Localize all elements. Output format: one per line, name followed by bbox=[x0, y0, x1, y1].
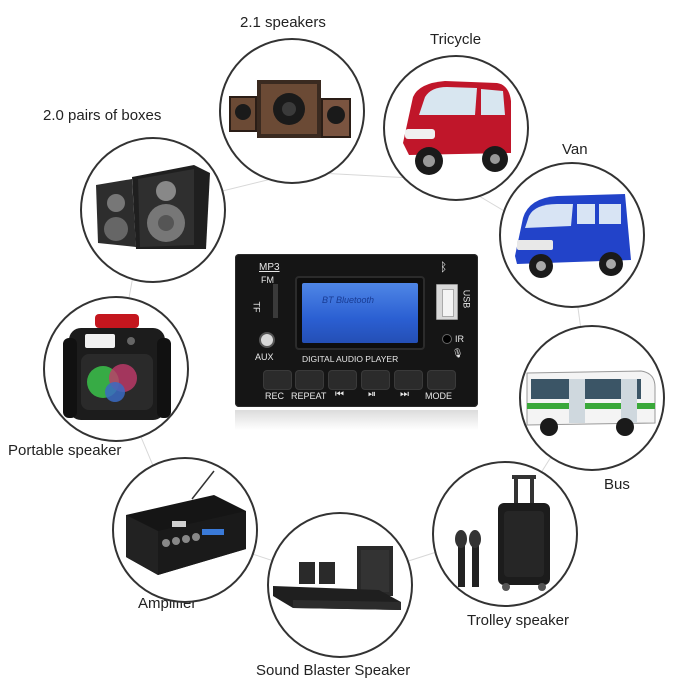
ir-receiver bbox=[442, 334, 452, 344]
trolley-speaker-image bbox=[432, 461, 578, 607]
button-rec-label: REC bbox=[265, 391, 285, 401]
bus-image bbox=[519, 325, 665, 471]
label-2-1-speakers: 2.1 speakers bbox=[240, 14, 326, 31]
label-bus: Bus bbox=[604, 476, 630, 493]
boxes-2-0-image bbox=[80, 137, 226, 283]
speakers-2-1-icon bbox=[229, 80, 351, 138]
label-trolley-speaker: Trolley speaker bbox=[467, 612, 569, 629]
button-mode[interactable] bbox=[427, 370, 456, 390]
ir-label: IR bbox=[455, 334, 464, 344]
prev-icon: ⏮ bbox=[335, 389, 344, 400]
fm-label: FM bbox=[261, 275, 274, 285]
label-van: Van bbox=[562, 141, 588, 158]
tricycle-image bbox=[383, 55, 529, 201]
button-repeat[interactable] bbox=[295, 370, 324, 390]
speakers-2-1-image bbox=[219, 38, 365, 184]
next-icon: ⏭ bbox=[400, 389, 409, 400]
bus-icon bbox=[526, 370, 656, 436]
portable-speaker-image bbox=[43, 296, 189, 442]
label-portable-speaker: Portable speaker bbox=[8, 442, 122, 459]
button-repeat-label: REPEAT bbox=[291, 391, 327, 401]
amplifier-icon bbox=[126, 470, 246, 575]
board-title: DIGITAL AUDIO PLAYER bbox=[302, 354, 399, 364]
digital-audio-player-board: MP3 FM TF AUX BT Bluetooth ᛒ USB IR 🎙 DI… bbox=[235, 254, 478, 407]
play-pause-icon: ⏯ bbox=[368, 389, 376, 400]
portable-speaker-icon bbox=[63, 314, 171, 420]
button-play[interactable] bbox=[361, 370, 390, 390]
mp3-label: MP3 bbox=[259, 262, 280, 273]
sound-blaster-image bbox=[267, 512, 413, 658]
tricycle-icon bbox=[403, 81, 511, 175]
amplifier-image bbox=[112, 457, 258, 603]
van-icon bbox=[515, 194, 631, 278]
button-prev[interactable] bbox=[328, 370, 357, 390]
board-reflection bbox=[235, 410, 478, 430]
label-2-0-boxes: 2.0 pairs of boxes bbox=[43, 107, 162, 124]
lcd-display: BT Bluetooth bbox=[295, 276, 425, 350]
label-tricycle: Tricycle bbox=[430, 31, 482, 48]
microphone-icon: 🎙 bbox=[452, 348, 464, 358]
lcd-text: BT Bluetooth bbox=[322, 295, 375, 305]
button-rec[interactable] bbox=[263, 370, 292, 390]
tf-label: TF bbox=[251, 301, 262, 313]
label-sound-blaster-speaker: Sound Blaster Speaker bbox=[256, 662, 411, 679]
sound-blaster-icon bbox=[273, 546, 401, 610]
trolley-speaker-icon bbox=[455, 475, 550, 591]
lcd-screen: BT Bluetooth bbox=[302, 283, 418, 343]
bluetooth-icon: ᛒ bbox=[440, 260, 448, 274]
button-next[interactable] bbox=[394, 370, 423, 390]
aux-label: AUX bbox=[255, 352, 274, 362]
tf-slot bbox=[273, 284, 278, 318]
aux-jack bbox=[259, 332, 275, 348]
button-mode-label: MODE bbox=[425, 391, 452, 401]
usb-label: USB bbox=[461, 289, 472, 309]
boxes-2-0-icon bbox=[96, 165, 210, 249]
usb-port bbox=[436, 284, 458, 320]
van-image bbox=[499, 162, 645, 308]
